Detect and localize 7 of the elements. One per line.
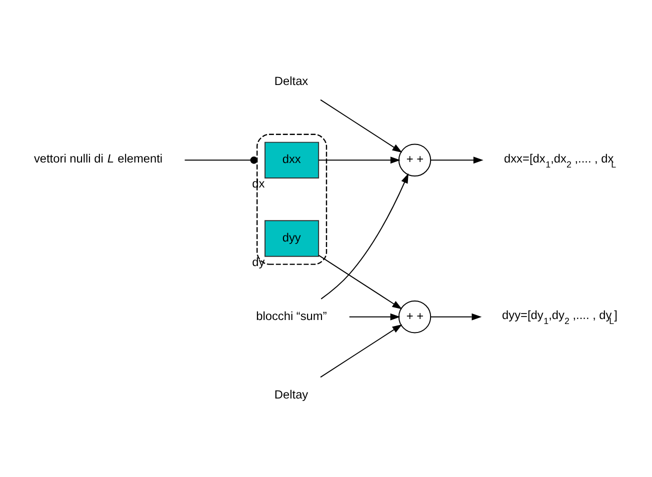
node-text: dxx=[dx$_{1}$,dx$_{2}$ ,.... , dx$_{L}$ [504,151,616,170]
node-text: blocchi “sum” [256,308,327,323]
node-text: Deltay [274,387,308,402]
node-label: dy [252,254,265,269]
node-text: vettori nulli di L elementi [34,151,163,166]
node-text: Deltax [274,74,308,88]
node-text: dyy=[dy$_{1}$,dy$_{2}$ ,.... , dy$_{L}$] [502,308,618,326]
